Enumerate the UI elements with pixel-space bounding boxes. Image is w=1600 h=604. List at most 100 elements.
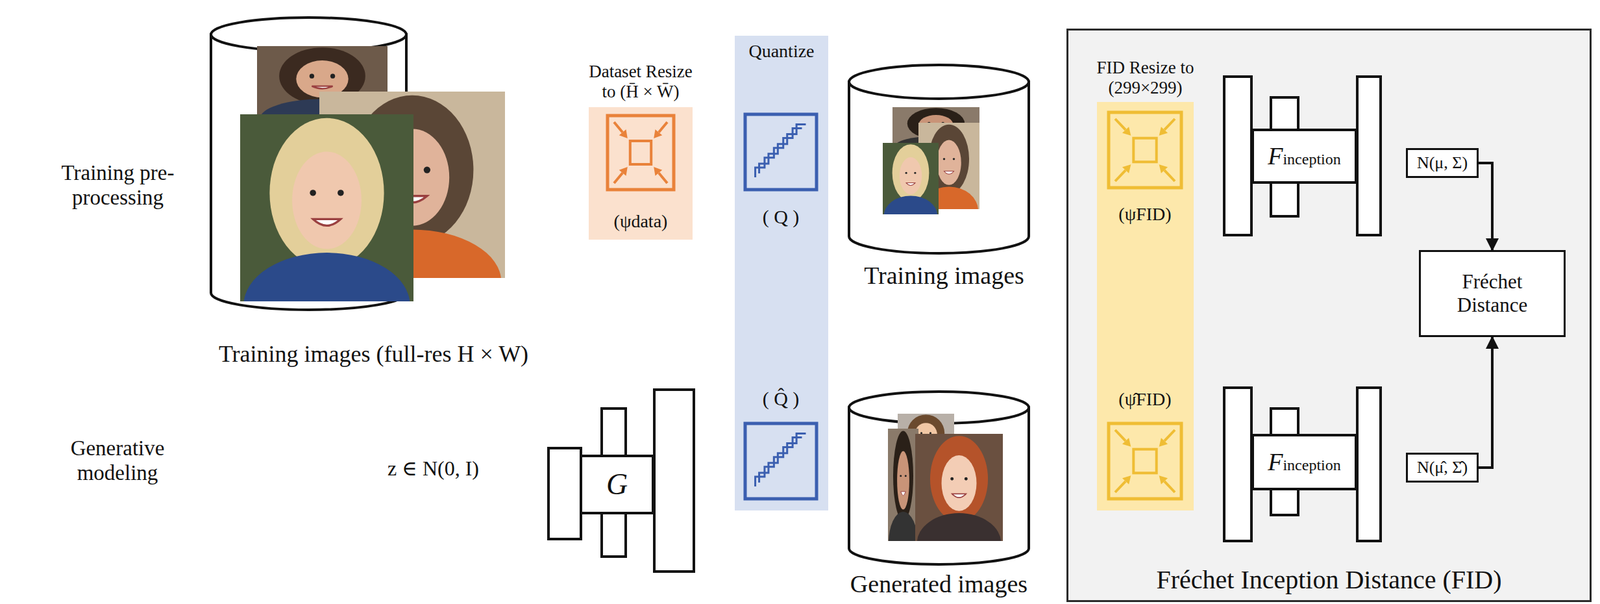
network-layer xyxy=(1357,76,1381,235)
face xyxy=(899,157,922,195)
function-symbol: (ψdata) xyxy=(588,210,693,232)
icon-arrowhead xyxy=(1159,164,1168,174)
icon-inner xyxy=(1133,138,1157,163)
icon-arrowhead xyxy=(653,129,663,139)
hair xyxy=(893,430,914,520)
node-shape xyxy=(847,389,1031,567)
icon-arrow xyxy=(1164,170,1175,182)
quantize-box: ( Q ) xyxy=(743,112,819,192)
node-shape xyxy=(1106,421,1184,501)
icon-arrowhead xyxy=(1122,437,1131,447)
arrow-connector xyxy=(1478,336,1493,468)
network-layer xyxy=(601,408,626,456)
icon-inner xyxy=(630,140,652,165)
face xyxy=(936,140,962,185)
icon-arrowhead xyxy=(653,166,663,176)
icon-arrowhead xyxy=(1122,164,1131,174)
network-layer xyxy=(1224,387,1252,541)
function-symbol: ( Q̂ ) xyxy=(762,387,800,411)
icon-arrowhead xyxy=(1159,126,1168,136)
row-label: Generative modeling xyxy=(52,436,183,486)
eye xyxy=(952,157,955,160)
band-heading: Quantize xyxy=(734,40,829,62)
network-block: Finception xyxy=(1251,433,1358,491)
distance-box: Fréchet Distance xyxy=(1418,249,1566,337)
quantize-band: Quantize ( Q ) ( Q̂ ) xyxy=(734,35,829,511)
node-shape xyxy=(743,112,819,192)
resize-box: (ψFID) xyxy=(1106,110,1184,190)
hair xyxy=(892,144,930,202)
fid-resize-band: FID Resize to (299×299)(ψFID)(ψ̂FID) xyxy=(1096,101,1194,511)
icon-inner xyxy=(1133,449,1157,474)
arrow-connector xyxy=(1478,162,1493,250)
icon-arrow xyxy=(1115,480,1126,493)
eye xyxy=(950,477,954,481)
quantize-box: ( Q̂ ) xyxy=(743,421,819,501)
icon-arrow xyxy=(658,172,668,184)
eye xyxy=(330,73,335,79)
icon-arrowhead xyxy=(619,166,628,176)
panel-title: Fréchet Inception Distance (FID) xyxy=(1068,564,1590,595)
function-symbol: ( Q ) xyxy=(762,205,800,229)
dataset-cylinder: Training images xyxy=(847,62,1031,256)
fid-panel: Fréchet Inception Distance (FID)FID Resi… xyxy=(1066,28,1592,602)
eye xyxy=(913,172,916,174)
step-heading: Dataset Resize to (H̄ × W̄) xyxy=(584,61,698,102)
quantize-stairs xyxy=(759,432,807,483)
clothing xyxy=(884,195,938,236)
eye xyxy=(943,157,946,160)
network-block: Finception xyxy=(1251,128,1358,184)
mouth xyxy=(311,86,333,89)
node-shape xyxy=(1106,110,1184,190)
eye xyxy=(423,166,431,173)
network-layer xyxy=(1357,387,1381,541)
eye xyxy=(899,474,902,477)
resize-box: (ψ̂FID) xyxy=(1106,421,1184,501)
eye xyxy=(964,477,968,481)
network-symbol: Finception xyxy=(1267,447,1342,477)
icon-arrowhead xyxy=(1122,475,1131,485)
node-shape xyxy=(743,421,819,501)
eye xyxy=(309,189,317,197)
node-shape xyxy=(605,113,676,192)
clothing xyxy=(917,512,1002,573)
network-layer xyxy=(601,512,626,557)
eye xyxy=(337,189,345,197)
mouth xyxy=(312,218,341,226)
icon-arrow xyxy=(1164,480,1175,493)
face xyxy=(941,455,977,511)
dataset-label: Training images (full-res H × W) xyxy=(218,340,529,368)
icon-arrow xyxy=(1115,170,1126,182)
eye xyxy=(309,73,315,79)
face-photo xyxy=(887,428,919,575)
face xyxy=(897,451,910,510)
network-symbol: Finception xyxy=(1267,142,1342,171)
mouth xyxy=(952,493,967,498)
node-shape xyxy=(847,62,1031,256)
function-symbol: (ψ̂FID) xyxy=(1118,388,1171,410)
icon-arrow xyxy=(1164,118,1175,130)
face-photo xyxy=(882,142,939,236)
gaussian-label: N(μ, Σ) xyxy=(1416,153,1468,173)
icon-frame xyxy=(1108,423,1182,499)
network-layer xyxy=(548,447,581,539)
icon-arrow xyxy=(658,122,668,133)
cylinder-top xyxy=(849,64,1029,99)
panel-fill xyxy=(1066,28,1592,602)
face-photo xyxy=(240,114,414,357)
math-label: z ∈ N(0, I) xyxy=(387,456,480,481)
row-label: Training pre-processing xyxy=(48,160,188,211)
distance-label: Fréchet Distance xyxy=(1420,270,1564,317)
icon-frame xyxy=(1108,112,1182,188)
gaussian-box: N(μ, Σ) xyxy=(1405,147,1479,178)
clothing xyxy=(888,511,918,575)
network-layer xyxy=(1224,76,1252,235)
eye xyxy=(920,431,923,434)
hair xyxy=(930,435,988,522)
eye xyxy=(904,474,907,477)
network-layer xyxy=(1270,408,1299,435)
icon-arrow xyxy=(614,122,623,133)
hair xyxy=(269,118,384,268)
mouth xyxy=(906,183,916,186)
